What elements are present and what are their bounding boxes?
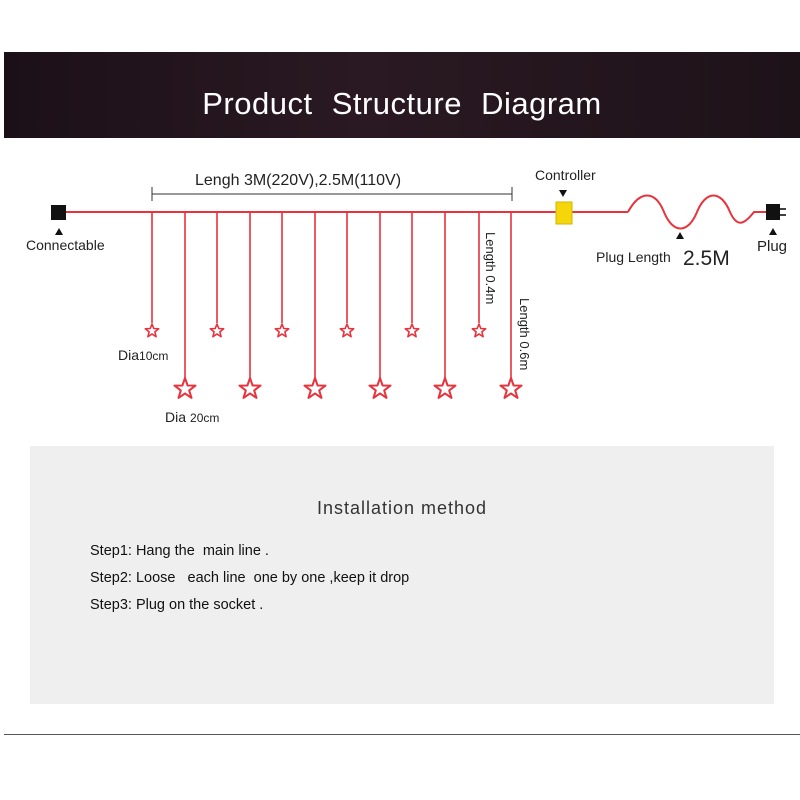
small-star-diameter-value: 10cm xyxy=(139,349,168,363)
short-drop-length-label: Length 0.4m xyxy=(483,232,498,304)
controller-pointer-icon xyxy=(559,190,567,197)
connectable-end xyxy=(51,205,66,220)
large-star-diameter-prefix: Dia xyxy=(165,409,186,425)
plug-body xyxy=(766,204,780,220)
large-star-icon xyxy=(499,377,523,399)
small-star-icon xyxy=(209,323,225,338)
small-star-icon xyxy=(339,323,355,338)
large-star-drops xyxy=(184,212,512,378)
title-banner: Product Structure Diagram xyxy=(4,52,800,138)
small-star-icon xyxy=(404,323,420,338)
installation-step: Step3: Plug on the socket . xyxy=(90,597,264,613)
large-star-icon xyxy=(303,377,327,399)
plug-label: Plug xyxy=(757,238,787,255)
small-star-icon xyxy=(274,323,290,338)
coiled-plug-cable xyxy=(627,194,766,230)
page-title: Product Structure Diagram xyxy=(202,86,602,121)
connectable-label: Connectable xyxy=(26,237,105,253)
large-star-icon xyxy=(433,377,457,399)
large-star-icon xyxy=(173,377,197,399)
structure-diagram: Lengh 3M(220V),2.5M(110V) Connectable Co… xyxy=(26,167,787,425)
plug-length-value: 2.5M xyxy=(683,247,730,270)
installation-step: Step1: Hang the main line . xyxy=(90,543,269,559)
bottom-divider xyxy=(4,734,800,735)
large-star-diameter-label: Dia 20cm xyxy=(165,409,219,425)
small-star-diameter-prefix: Dia xyxy=(118,347,139,363)
small-star-diameter-label: Dia10cm xyxy=(118,347,168,363)
installation-panel: Installation method Step1: Hang the main… xyxy=(30,446,774,704)
small-star-icon xyxy=(471,323,487,338)
length-label: Lengh 3M(220V),2.5M(110V) xyxy=(195,172,401,189)
plug-length-pointer-icon xyxy=(676,232,684,239)
controller-box xyxy=(555,201,573,225)
large-star-diameter-value: 20cm xyxy=(190,411,219,425)
large-star-icon xyxy=(238,377,262,399)
long-drop-length-label: Length 0.6m xyxy=(517,298,532,370)
small-star-icon xyxy=(144,323,160,338)
installation-title: Installation method xyxy=(316,498,488,518)
large-star-icon xyxy=(368,377,392,399)
small-star-drops xyxy=(151,212,480,323)
plug-length-label: Plug Length xyxy=(596,249,671,265)
plug-pointer-icon xyxy=(769,228,777,235)
connectable-pointer-icon xyxy=(55,228,63,235)
controller-label: Controller xyxy=(535,167,596,183)
installation-step: Step2: Loose each line one by one ,keep … xyxy=(90,570,410,586)
length-dimension-line xyxy=(151,187,513,201)
